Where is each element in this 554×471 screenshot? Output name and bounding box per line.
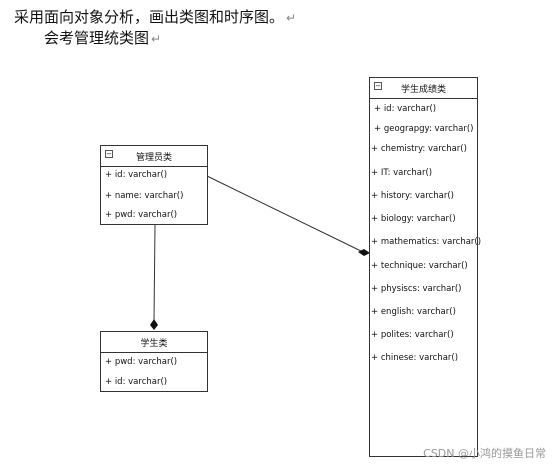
composition-diamond-student [150,319,158,330]
class-student-attr: + id: varchar() [105,377,168,387]
class-scores-attr: + polites: varchar() [371,330,454,340]
class-scores-attr: + history: varchar() [371,191,454,201]
association-admin-scores [206,175,364,253]
class-student[interactable]: 学生类 + pwd: varchar() + id: varchar() [100,331,208,392]
class-scores-attr: + technique: varchar() [371,261,468,271]
class-scores-attr: + biology: varchar() [371,214,456,224]
class-scores-attr: + id: varchar() [374,104,437,114]
class-scores[interactable]: − 学生成绩类 + id: varchar() + geograpgy: var… [369,77,482,457]
class-admin[interactable]: − 管理员类 + id: varchar() + name: varchar()… [100,145,208,225]
class-scores-attr: + physiscs: varchar() [371,284,462,294]
class-admin-attr: + id: varchar() [105,170,168,180]
class-student-name: 学生类 [140,338,168,349]
class-scores-attr: + mathematics: varchar() [371,237,482,247]
class-scores-attr: + english: varchar() [371,307,456,317]
class-scores-attr: + IT: varchar() [371,168,433,178]
class-scores-header: − 学生成绩类 [370,78,477,99]
class-admin-attr: + name: varchar() [105,191,184,201]
class-admin-name: 管理员类 [135,152,172,163]
class-admin-header: − 管理员类 [101,146,207,167]
return-mark-icon: ↵ [151,32,162,46]
composition-diamond-scores [358,249,370,256]
class-student-attr: + pwd: varchar() [105,357,178,367]
class-scores-attr: + geograpgy: varchar() [374,124,474,134]
class-scores-name: 学生成绩类 [400,84,446,95]
class-scores-attr: + chinese: varchar() [371,353,459,363]
return-mark-icon: ↵ [286,11,297,25]
watermark: CSDN @小鸿的摸鱼日常 [423,447,546,460]
collapse-icon[interactable]: − [374,82,382,90]
class-admin-attr: + pwd: varchar() [105,210,178,220]
collapse-icon[interactable]: − [105,150,113,158]
diagram-caption: 会考管理统类图↵ [44,29,162,47]
class-scores-attr: + chemistry: varchar() [371,144,467,154]
association-admin-student [153,224,156,323]
class-student-header: 学生类 [101,332,207,353]
problem-statement: 采用面向对象分析，画出类图和时序图。↵ [14,8,297,26]
